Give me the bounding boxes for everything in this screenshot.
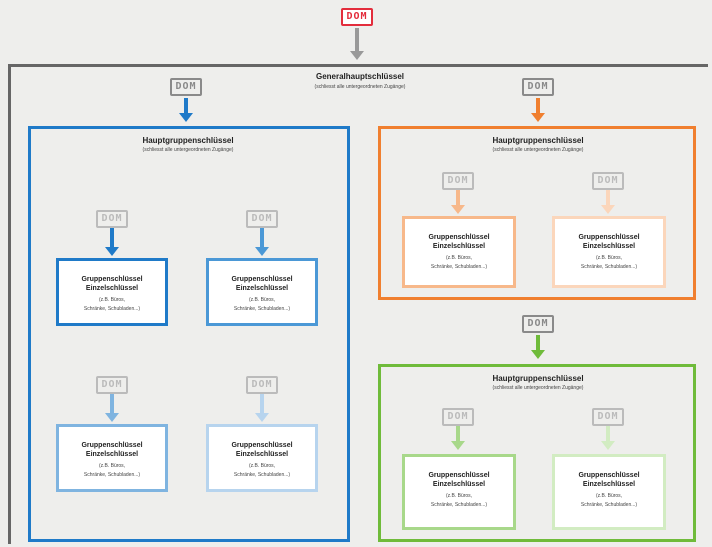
dom-logo-icon: DOM (96, 210, 128, 228)
arrow-icon (451, 190, 465, 214)
main-group-subtitle: (schliesst alle untergeordneten Zugänge) (142, 147, 234, 153)
main-group-subtitle: (schliesst alle untergeordneten Zugänge) (492, 385, 584, 391)
arrow-icon (601, 426, 615, 450)
dom-logo-icon: DOM (522, 78, 554, 96)
arrow-icon (451, 426, 465, 450)
arrow-icon (255, 394, 269, 422)
dom-logo-icon: DOM (246, 376, 278, 394)
arrow-icon (531, 98, 545, 122)
dom-logo-icon: DOM (442, 408, 474, 426)
main-group-title: Hauptgruppenschlüssel (142, 136, 234, 145)
main-group-orange (378, 126, 696, 300)
arrow-icon (255, 228, 269, 256)
dom-logo-icon: DOM (592, 172, 624, 190)
main-group-title: Hauptgruppenschlüssel (492, 136, 584, 145)
arrow-icon (350, 28, 364, 60)
arrow-icon (601, 190, 615, 214)
arrow-icon (105, 394, 119, 422)
dom-logo-icon: DOM (170, 78, 202, 96)
arrow-icon (105, 228, 119, 256)
dom-logo-icon: DOM (522, 315, 554, 333)
dom-logo-icon: DOM (592, 408, 624, 426)
dom-logo-icon: DOM (96, 376, 128, 394)
main-group-blue (28, 126, 350, 542)
main-group-subtitle: (schliesst alle untergeordneten Zugänge) (492, 147, 584, 153)
general-master-frame (8, 64, 708, 544)
arrow-icon (179, 98, 193, 122)
main-group-title: Hauptgruppenschlüssel (492, 374, 584, 383)
arrow-icon (531, 335, 545, 359)
dom-logo-icon: DOM (246, 210, 278, 228)
general-master-title: Generalhauptschlüssel (315, 72, 405, 81)
general-master-subtitle: (schliesst alle untergeordneten Zugänge) (314, 84, 406, 90)
main-group-green (378, 364, 696, 542)
dom-logo-icon: DOM (442, 172, 474, 190)
dom-logo-icon: DOM (341, 8, 373, 26)
